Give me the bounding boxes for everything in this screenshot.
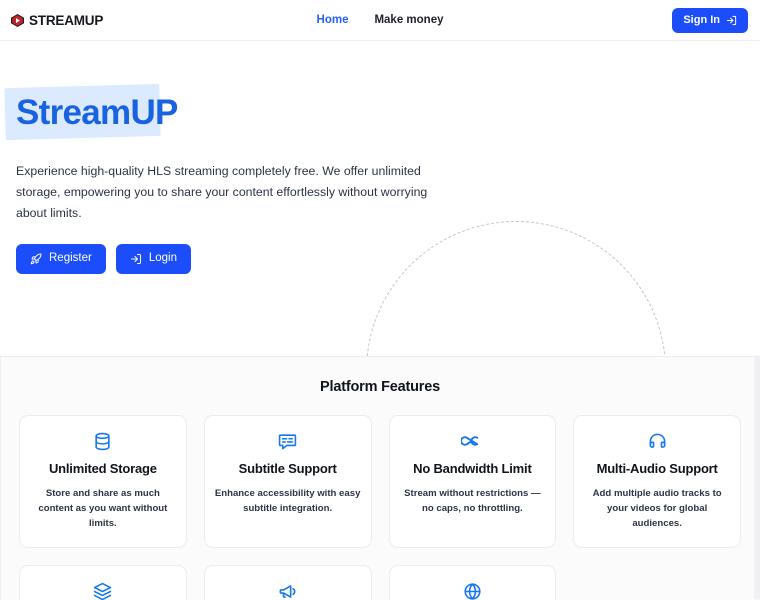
- brand-name: STREAMUP: [29, 12, 104, 28]
- register-label: Register: [49, 252, 92, 265]
- scrollbar-thumb[interactable]: [754, 355, 759, 600]
- feature-card-multi-audio-support[interactable]: Multi-Audio Support Add multiple audio t…: [573, 415, 741, 549]
- feature-description: Stream without restrictions — no caps, n…: [404, 487, 541, 514]
- feature-title: Unlimited Storage: [48, 461, 157, 476]
- sign-in-label: Sign In: [683, 13, 720, 26]
- feature-title: Subtitle Support: [238, 461, 337, 476]
- login-button[interactable]: Login: [115, 244, 191, 275]
- feature-card-multiple-quality-streaming[interactable]: Multiple Quality Streaming Seamlessly ad…: [19, 565, 187, 600]
- database-icon: [93, 431, 112, 451]
- infinity-icon: [461, 431, 483, 451]
- feature-card-custom-ads[interactable]: Custom Ads Monetize your videos with cus…: [203, 565, 372, 600]
- streamup-logo-icon: [10, 13, 25, 28]
- feature-card-custom-domain[interactable]: Custom Domain Use your own domain name f…: [388, 565, 557, 600]
- feature-description: Store and share as much content as you w…: [38, 487, 168, 529]
- features-section: Platform Features Unlimited Storage Stor…: [0, 356, 760, 600]
- register-button[interactable]: Register: [16, 244, 106, 275]
- feature-card-unlimited-storage[interactable]: Unlimited Storage Store and share as muc…: [19, 415, 187, 549]
- nav-link-make-money[interactable]: Make money: [374, 14, 444, 26]
- feature-description: Add multiple audio tracks to your videos…: [592, 487, 722, 529]
- hero-content: StreamUP Experience high-quality HLS str…: [4, 83, 748, 275]
- login-label: Login: [148, 252, 177, 265]
- megaphone-icon: [278, 581, 297, 600]
- login-arrow-icon: [130, 253, 142, 265]
- rocket-icon: [30, 253, 42, 265]
- feature-card-no-bandwidth-limit[interactable]: No Bandwidth Limit Stream without restri…: [388, 415, 557, 549]
- feature-description: Enhance accessibility with easy subtitle…: [214, 487, 361, 514]
- sign-in-button[interactable]: Sign In: [672, 7, 748, 33]
- hero-description: Experience high-quality HLS streaming co…: [16, 163, 428, 221]
- feature-card-subtitle-support[interactable]: Subtitle Support Enhance accessibility w…: [203, 415, 372, 549]
- hero-title-wrapper: StreamUP: [4, 83, 178, 141]
- hero-buttons: Register Login: [16, 244, 748, 275]
- hero-section: StreamUP Experience high-quality HLS str…: [0, 41, 760, 356]
- feature-title: Multi-Audio Support: [596, 461, 718, 476]
- nav-link-home[interactable]: Home: [316, 14, 349, 26]
- feature-card-grid: Unlimited Storage Store and share as muc…: [19, 415, 741, 600]
- headphones-icon: [648, 431, 667, 451]
- feature-title: No Bandwidth Limit: [413, 461, 532, 476]
- login-arrow-icon: [726, 15, 737, 26]
- page-title: StreamUP: [16, 93, 178, 132]
- navbar-right: Sign In: [672, 7, 748, 33]
- page-scrollbar[interactable]: [753, 0, 760, 600]
- navbar: STREAMUP Home Make money Sign In: [0, 0, 760, 41]
- layers-icon: [93, 581, 112, 600]
- nav-links: Home Make money: [317, 14, 444, 26]
- features-heading: Platform Features: [320, 379, 440, 395]
- globe-icon: [463, 581, 482, 600]
- brand-logo[interactable]: STREAMUP: [10, 13, 103, 28]
- subtitle-icon: [278, 431, 297, 451]
